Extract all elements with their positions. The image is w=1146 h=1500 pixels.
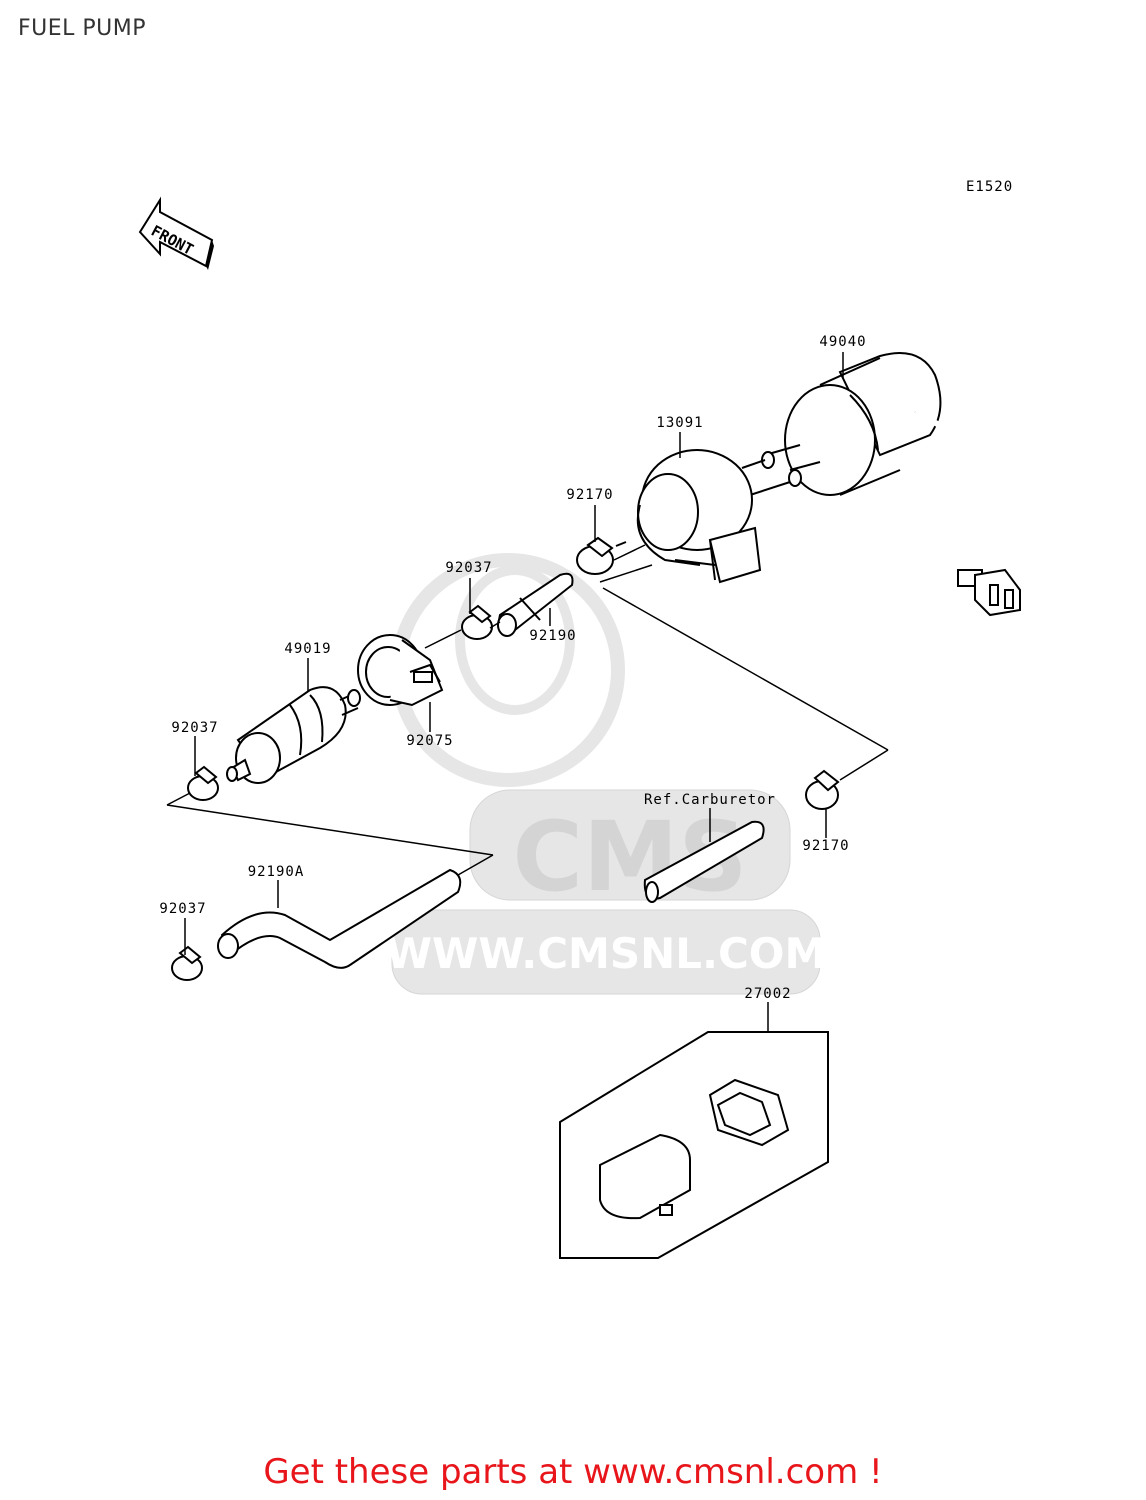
callout-49040: 49040 [819,334,866,350]
front-arrow: FRONT [138,196,214,270]
callout-92037-bottom: 92037 [159,901,206,917]
connector-set-27002 [559,1031,829,1259]
callout-92170-right: 92170 [802,838,849,854]
clamp-92037-bottom [171,945,203,981]
clamp-92037-mid [187,765,219,801]
callout-92037-top: 92037 [445,560,492,576]
clamp-92170-top [576,536,627,575]
watermark-url: WWW.CMSNL.COM [386,929,827,978]
callout-92190: 92190 [529,628,576,644]
callout-27002: 27002 [744,986,791,1002]
bracket-13091 [636,449,762,584]
fuel-pump-49040 [741,352,1021,617]
clamp-92037-top [461,604,493,640]
hose-92190 [496,572,574,637]
leader-lines [166,352,889,1032]
callout-ref-carburetor: Ref.Carburetor [644,792,776,808]
callout-49019: 49019 [284,641,331,657]
callout-92170-top: 92170 [566,487,613,503]
footer-cta[interactable]: Get these parts at www.cmsnl.com ! [263,1452,883,1492]
carburetor-hose [643,820,765,903]
callout-92190A: 92190A [248,864,305,880]
callout-92037-mid: 92037 [171,720,218,736]
callout-labels: 49040 13091 92170 92037 92190 49019 9207… [159,334,866,1002]
page-title: FUEL PUMP [18,16,147,41]
callout-92075: 92075 [406,733,453,749]
cms-watermark: CMS WWW.CMSNL.COM [386,553,827,995]
fuel-filter-49019 [226,686,361,784]
diagram-code: E1520 [966,179,1013,195]
bracket-92075 [357,634,444,707]
callout-13091: 13091 [656,415,703,431]
clamp-92170-right [805,769,840,810]
hose-92190A [217,868,462,969]
